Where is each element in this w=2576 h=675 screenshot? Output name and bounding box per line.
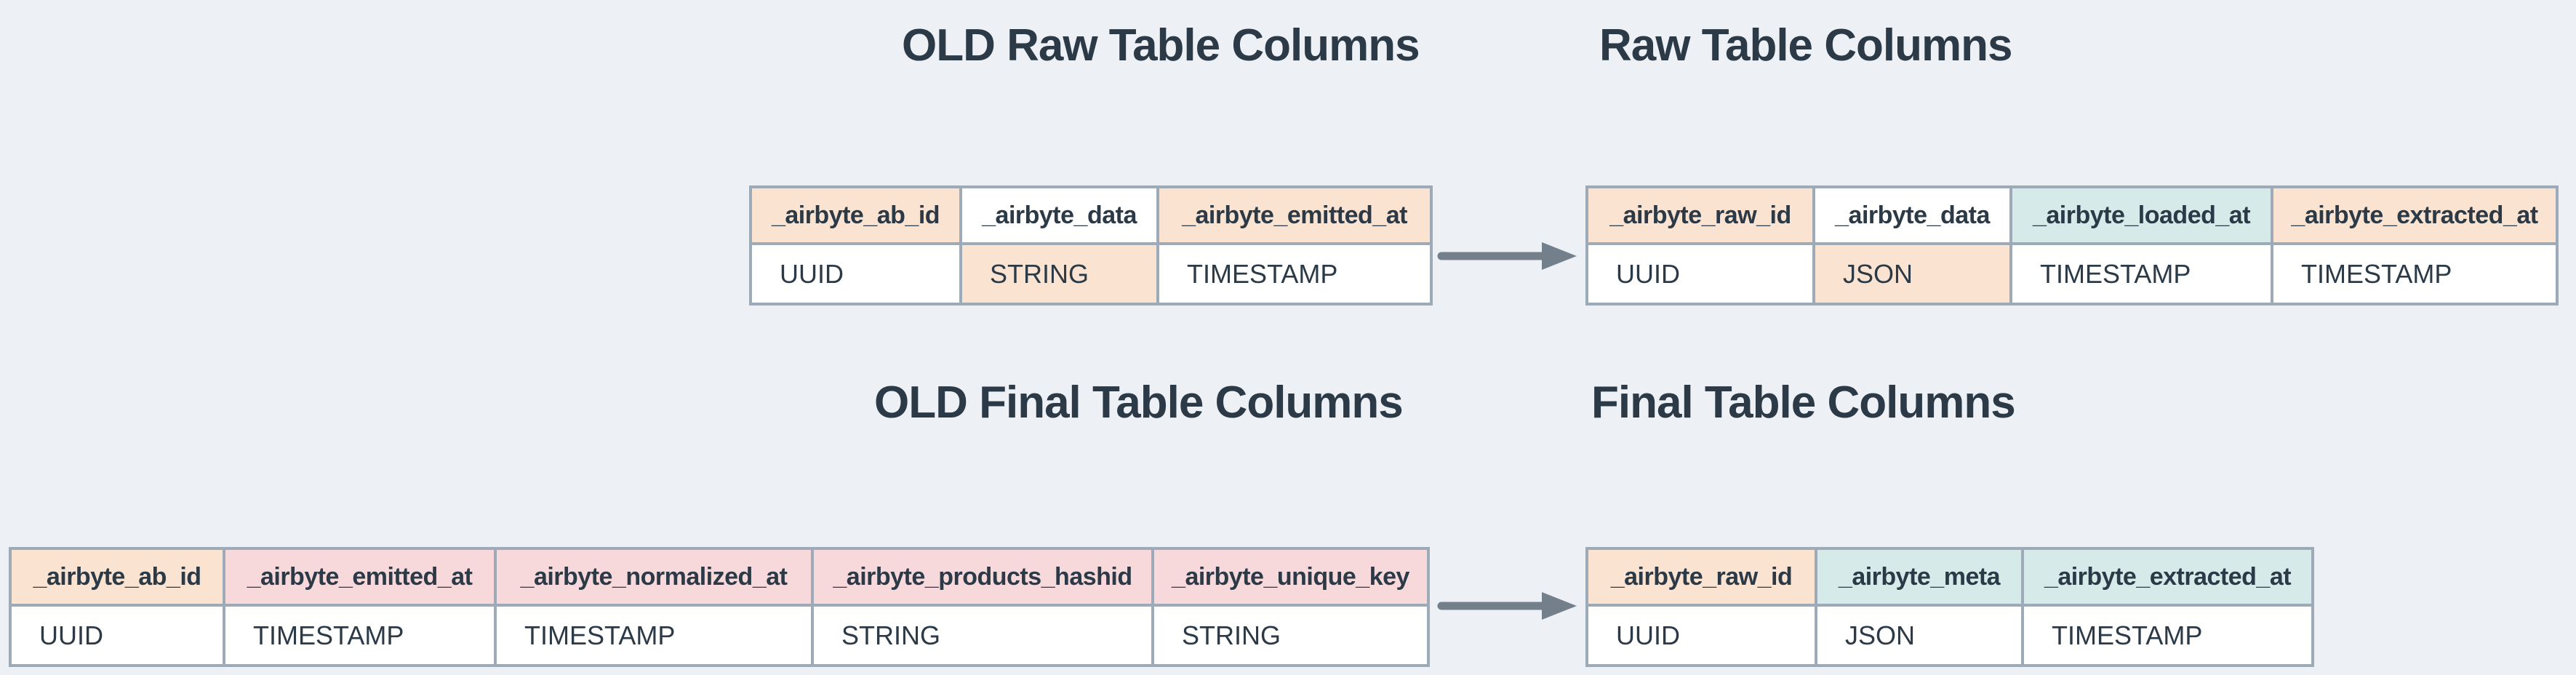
column-type-cell: TIMESTAMP: [1159, 245, 1430, 303]
column-header-cell: _airbyte_emitted_at: [1159, 188, 1430, 242]
column-type-cell: UUID: [752, 245, 959, 303]
column-header-cell: _airbyte_loaded_at: [2012, 188, 2271, 242]
old-final-columns-table: _airbyte_ab_id_airbyte_emitted_at_airbyt…: [9, 547, 1430, 667]
column-type-cell: TIMESTAMP: [2012, 245, 2271, 303]
final-table-columns-title: Final Table Columns: [1591, 378, 2016, 428]
column-header-cell: _airbyte_normalized_at: [497, 550, 811, 604]
raw-table-columns-title: Raw Table Columns: [1599, 20, 2012, 71]
column-header-cell: _airbyte_extracted_at: [2273, 188, 2556, 242]
column-type-cell: TIMESTAMP: [2024, 607, 2311, 664]
column-header-cell: _airbyte_ab_id: [752, 188, 959, 242]
column-type-cell: TIMESTAMP: [225, 607, 494, 664]
column-header-cell: _airbyte_ab_id: [12, 550, 223, 604]
column-header-cell: _airbyte_products_hashid: [814, 550, 1151, 604]
column-type-cell: UUID: [1588, 607, 1815, 664]
raw-columns-table: _airbyte_raw_id_airbyte_data_airbyte_loa…: [1585, 185, 2559, 305]
old-raw-columns-table: _airbyte_ab_id_airbyte_data_airbyte_emit…: [749, 185, 1433, 305]
column-type-cell: UUID: [1588, 245, 1812, 303]
column-type-cell: STRING: [814, 607, 1151, 664]
column-header-cell: _airbyte_raw_id: [1588, 550, 1815, 604]
column-type-cell: JSON: [1815, 245, 2009, 303]
column-header-cell: _airbyte_data: [1815, 188, 2009, 242]
old-final-table-columns-title: OLD Final Table Columns: [874, 378, 1404, 428]
column-header-cell: _airbyte_data: [962, 188, 1156, 242]
column-header-cell: _airbyte_meta: [1817, 550, 2021, 604]
column-header-cell: _airbyte_emitted_at: [225, 550, 494, 604]
column-type-cell: UUID: [12, 607, 223, 664]
old-raw-table-columns-title: OLD Raw Table Columns: [902, 20, 1420, 71]
arrow-right-icon: [1437, 592, 1577, 620]
column-type-cell: JSON: [1817, 607, 2021, 664]
final-columns-table: _airbyte_raw_id_airbyte_meta_airbyte_ext…: [1585, 547, 2314, 667]
column-header-cell: _airbyte_unique_key: [1154, 550, 1427, 604]
column-header-cell: _airbyte_extracted_at: [2024, 550, 2311, 604]
arrow-right-icon: [1437, 242, 1577, 270]
column-header-cell: _airbyte_raw_id: [1588, 188, 1812, 242]
column-type-cell: STRING: [1154, 607, 1427, 664]
column-type-cell: TIMESTAMP: [497, 607, 811, 664]
column-type-cell: STRING: [962, 245, 1156, 303]
column-type-cell: TIMESTAMP: [2273, 245, 2556, 303]
